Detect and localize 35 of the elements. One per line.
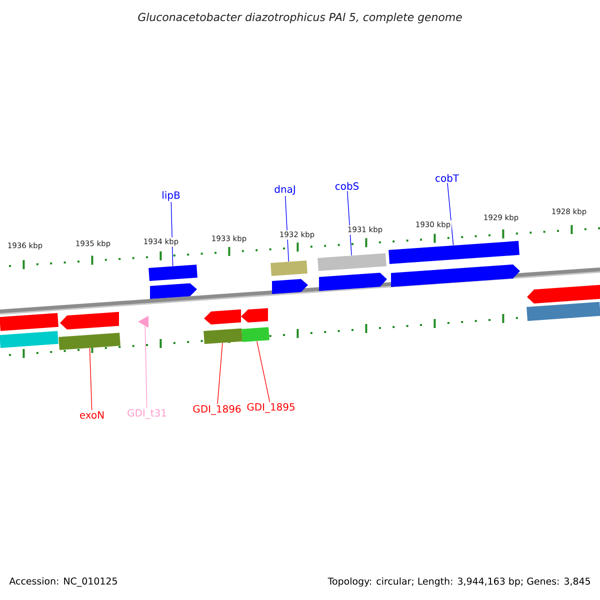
gene-label: GDI_1896	[193, 405, 241, 415]
gene-label: GDI_t31	[128, 409, 166, 419]
gene-bar	[204, 328, 242, 344]
leader-line	[217, 342, 223, 404]
gene-label: cobS	[335, 182, 359, 190]
leader-line	[144, 326, 148, 408]
gene-label: GDI_1895	[247, 403, 294, 413]
leader-line	[447, 182, 454, 246]
genome-stats-text: Topology: circular; Length: 3,944,163 bp; Genes: 3,845	[328, 577, 590, 587]
leader-line	[256, 340, 270, 402]
gene-bar	[318, 253, 386, 271]
gene-feature	[391, 264, 520, 287]
gene-feature	[204, 309, 241, 325]
gene-feature	[60, 312, 119, 330]
gene-triangle	[138, 316, 148, 328]
gene-bar	[242, 327, 270, 342]
gene-bar	[388, 240, 520, 264]
title: Gluconacetobacter diazotrophicus PAl 5, complete genome	[138, 12, 462, 24]
gene-label: dnaJ	[274, 185, 295, 195]
gene-label: exoN	[80, 411, 104, 419]
gene-feature	[272, 278, 308, 294]
gene-feature	[241, 308, 268, 323]
gene-bar	[148, 264, 198, 281]
gene-bar	[526, 302, 600, 321]
gene-feature	[319, 272, 387, 291]
gene-bar	[270, 260, 308, 276]
gene-bar	[58, 332, 120, 350]
gene-feature	[150, 283, 197, 299]
gene-bar	[0, 330, 58, 348]
gene-label: lipB	[162, 191, 180, 201]
accession-text: Accession: NC_010125	[9, 577, 117, 587]
gene-label: cobT	[436, 174, 460, 182]
gene-bar	[0, 312, 58, 331]
leader-line	[89, 348, 92, 410]
gene-feature	[527, 284, 600, 304]
